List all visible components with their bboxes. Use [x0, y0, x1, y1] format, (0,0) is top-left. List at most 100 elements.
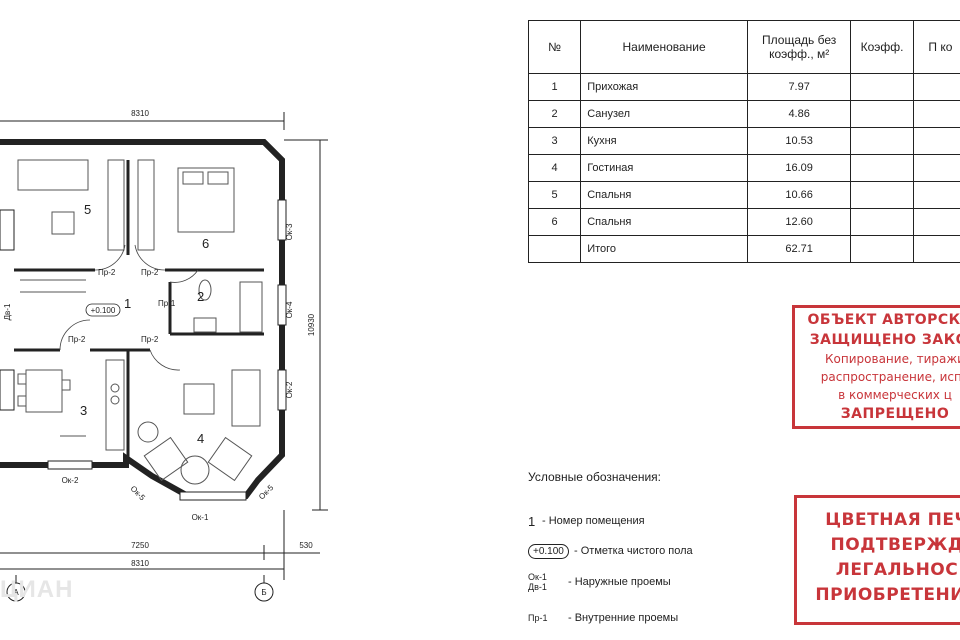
cell-name: Гостиная [580, 154, 748, 182]
cell-name: Кухня [580, 127, 748, 155]
room-number-5: 5 [84, 202, 91, 217]
cell-num: 2 [527, 100, 582, 128]
floor-level-mark [85, 303, 121, 317]
table-header-row: № Наименование Площадь без коэфф., м² Ко… [527, 20, 960, 74]
room-number-6: 6 [202, 236, 209, 251]
cell-num: 6 [527, 208, 582, 236]
stamp-line: ЛЕГАЛЬНОС [835, 560, 959, 580]
cell-area: 62.71 [746, 235, 852, 263]
table-row: 3 Кухня 10.53 [527, 127, 960, 155]
door-swings [59, 244, 199, 371]
table-row: 2 Санузел 4.86 [527, 100, 960, 128]
legend-title: Условные обозначения: [528, 470, 661, 484]
table-total-row: Итого 62.71 [527, 235, 960, 263]
col-header-area: Площадь без коэфф., м² [746, 20, 852, 74]
legend-item: 1 - Номер помещения [528, 514, 645, 529]
cell-num: 1 [527, 73, 582, 101]
legend-symbol: Ок-1 [528, 572, 547, 582]
cell-name: Спальня [580, 208, 748, 236]
opening-label-dv1: Дв-1 [3, 303, 12, 320]
furniture [17, 159, 263, 485]
legend-symbol: 1 [528, 514, 536, 529]
legend-item: +0.100 - Отметка чистого пола [528, 544, 693, 559]
cell-num: 4 [527, 154, 582, 182]
dim-label-bottom-b: 530 [299, 541, 313, 550]
opening-label-pr2-d: Пр-2 [141, 335, 159, 344]
legend-symbol: Пр-1 [528, 613, 548, 623]
cell-coef [850, 127, 914, 155]
opening-label-pr2-b: Пр-2 [141, 268, 159, 277]
cell-area2 [912, 235, 960, 263]
opening-label-ok3: Ок-3 [285, 223, 294, 240]
cell-area2 [912, 154, 960, 182]
table-row: 6 Спальня 12.60 [527, 208, 960, 236]
color-print-stamp: ЦВЕТНАЯ ПЕЧ ПОДТВЕРЖД ЛЕГАЛЬНОС ПРИОБРЕТ… [794, 495, 960, 625]
legend-item: Пр-1 - Внутренние проемы [528, 612, 678, 624]
cell-coef [850, 235, 914, 263]
cell-coef [850, 73, 914, 101]
stamp-line: ПОДТВЕРЖД [830, 535, 960, 555]
legend-desc: - Отметка чистого пола [574, 545, 693, 557]
cell-num: 5 [527, 181, 582, 209]
table-row: 1 Прихожая 7.97 [527, 73, 960, 101]
stamp-line: ЗАПРЕЩЕНО [840, 406, 950, 422]
col-header-area2: П ко [912, 20, 960, 74]
legend-symbol: Дв-1 [528, 582, 547, 592]
windows [0, 199, 287, 501]
cell-name: Прихожая [580, 73, 748, 101]
cell-coef [850, 100, 914, 128]
stamp-line: ПРИОБРЕТЕНИЯ [815, 585, 960, 605]
room-area-table: № Наименование Площадь без коэфф., м² Ко… [527, 20, 960, 263]
col-header-num: № [527, 20, 582, 74]
cell-area: 16.09 [746, 154, 852, 182]
cell-area: 4.86 [746, 100, 852, 128]
room-number-1: 1 [124, 296, 131, 311]
cell-area2 [912, 127, 960, 155]
col-header-coef: Коэфф. [850, 20, 914, 74]
opening-label-pr1: Пр-1 [158, 299, 176, 308]
opening-label-ok5-left: Ок-5 [129, 484, 148, 503]
stamp-line: ЦВЕТНАЯ ПЕЧ [825, 510, 960, 530]
cell-area2 [912, 100, 960, 128]
copyright-stamp: ОБЪЕКТ АВТОРСКОГ ЗАЩИЩЕНО ЗАКОН Копирова… [792, 305, 960, 429]
floor-plan: 8310 7250 530 8310 10930 Ок-3 Ок-4 Ок-2 … [0, 109, 328, 602]
opening-label-ok2-right: Ок-2 [285, 381, 294, 398]
cell-name: Спальня [580, 181, 748, 209]
dim-label-right: 10930 [307, 313, 316, 336]
dim-label-bottom-c: 8310 [131, 559, 149, 568]
cell-coef [850, 208, 914, 236]
opening-label-pr2-c: Пр-2 [68, 335, 86, 344]
legend-symbol: +0.100 [528, 544, 569, 559]
room-number-4: 4 [197, 431, 204, 446]
table-row: 4 Гостиная 16.09 [527, 154, 960, 182]
cell-num: 3 [527, 127, 582, 155]
stamp-line: Копирование, тиражи [825, 352, 960, 366]
stamp-line: ЗАЩИЩЕНО ЗАКОН [809, 332, 960, 348]
room-number-3: 3 [80, 403, 87, 418]
col-header-name: Наименование [580, 20, 748, 74]
dim-label-bottom-a: 7250 [131, 541, 149, 550]
inner-walls [14, 160, 264, 460]
opening-label-ok1: Ок-1 [192, 513, 209, 522]
watermark: ЦИАН [0, 576, 74, 603]
table-row: 5 Спальня 10.66 [527, 181, 960, 209]
cell-coef [850, 154, 914, 182]
opening-label-pr2-a: Пр-2 [98, 268, 116, 277]
stamp-line: в коммерческих ц [838, 388, 952, 402]
stamp-line: ОБЪЕКТ АВТОРСКОГ [807, 312, 960, 328]
cell-area2 [912, 181, 960, 209]
legend-item: Ок-1 Дв-1 - Наружные проемы [528, 572, 671, 592]
opening-label-ok2-bottom: Ок-2 [62, 476, 79, 485]
cell-coef [850, 181, 914, 209]
cell-name: Итого [580, 235, 748, 263]
axis-label-a: А [13, 588, 19, 597]
opening-label-ok4: Ок-4 [285, 301, 294, 318]
opening-label-ok5-right: Ок-5 [257, 483, 276, 502]
cell-num [527, 235, 582, 263]
legend-desc: - Наружные проемы [568, 576, 671, 588]
room-number-2: 2 [197, 289, 204, 304]
cell-area2 [912, 208, 960, 236]
floor-level-label: +0.100 [91, 306, 116, 315]
dim-label-top: 8310 [131, 109, 149, 118]
stamp-line: распространение, испо [820, 370, 960, 384]
